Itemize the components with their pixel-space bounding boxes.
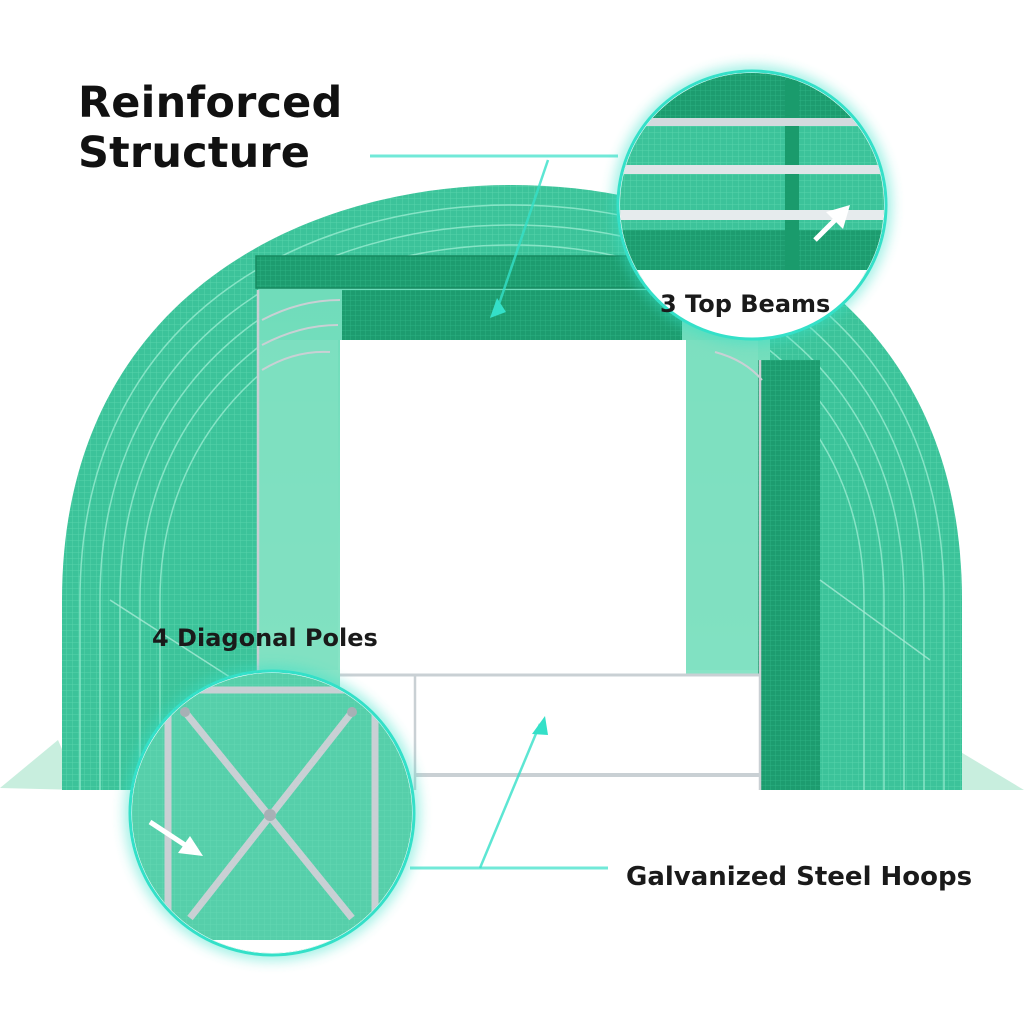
title-line-2: Structure: [78, 128, 311, 178]
top-beams-label: 3 Top Beams: [660, 290, 831, 318]
diagonal-poles-zoom: [124, 665, 420, 961]
ground-flaps: [0, 740, 1024, 790]
arrow-icon: [813, 205, 850, 242]
diagonal-poles-label: 4 Diagonal Poles: [152, 624, 378, 652]
steel-frame: [256, 290, 763, 790]
arrow-icon: [148, 819, 203, 856]
callout-connectors: [370, 154, 618, 870]
page-title: Reinforced Structure: [78, 78, 343, 178]
door-opening: [340, 340, 686, 675]
title-line-1: Reinforced: [78, 78, 343, 128]
steel-hoops-label: Galvanized Steel Hoops: [626, 862, 973, 892]
top-beams-zoom: [612, 65, 892, 345]
